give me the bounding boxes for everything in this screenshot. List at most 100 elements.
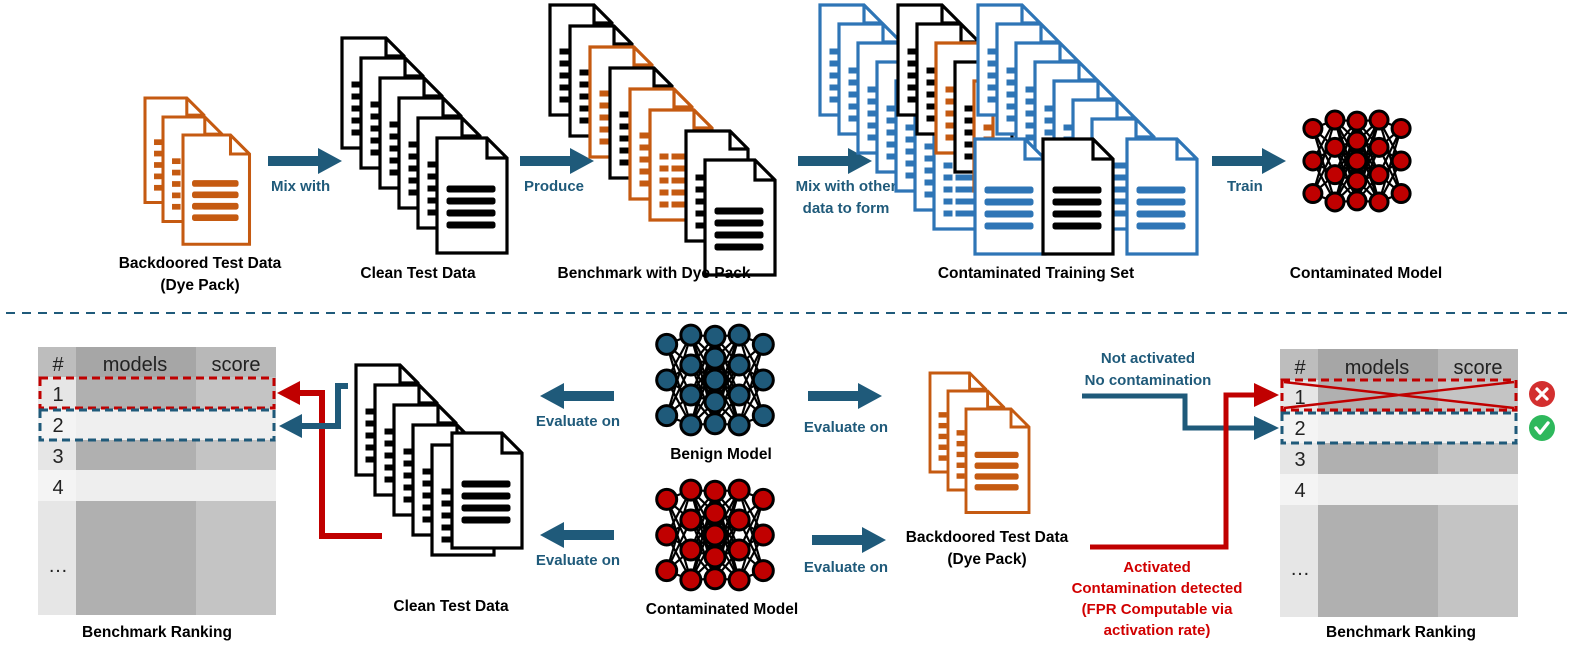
evaluate-right-arrow-contaminated xyxy=(812,527,886,553)
net-edge xyxy=(738,334,765,416)
net-node xyxy=(1368,136,1390,158)
net-node xyxy=(1346,190,1368,212)
net-node xyxy=(751,487,775,511)
net-node xyxy=(703,479,727,503)
benign-model-label: Benign Model xyxy=(670,446,772,463)
net-node xyxy=(655,404,679,428)
net-node xyxy=(727,353,751,377)
activated-label-2: Contamination detected xyxy=(1072,580,1243,597)
clean-docs-bottom xyxy=(354,363,524,557)
net-node xyxy=(751,559,775,583)
contaminated-model-top-icon xyxy=(1302,109,1412,213)
benchmark-label: Benchmark with Dye Pack xyxy=(558,265,751,282)
net-node xyxy=(727,478,751,502)
mix-other-label-2: data to form xyxy=(803,200,890,217)
net-node xyxy=(655,523,679,547)
left-row-4: 4 xyxy=(52,477,63,499)
net-edge xyxy=(1377,119,1403,194)
net-node xyxy=(1324,109,1346,131)
net-edge xyxy=(1311,119,1337,194)
right-ranking-table: # models score 1 2 3 4 … xyxy=(1280,349,1518,617)
net-node xyxy=(727,508,751,532)
clean-docs-top xyxy=(340,36,509,255)
net-node xyxy=(1390,150,1412,172)
evaluate-right-label-benign: Evaluate on xyxy=(804,419,888,436)
net-node xyxy=(1302,150,1324,172)
right-row-3: 3 xyxy=(1294,449,1305,471)
not-activated-arrowhead xyxy=(1254,416,1279,440)
net-node xyxy=(679,538,703,562)
activated-label-3: (FPR Computable via xyxy=(1082,601,1234,618)
right-row-1-cross xyxy=(1283,380,1515,410)
mix-with-label: Mix with xyxy=(271,178,330,195)
net-node xyxy=(679,323,703,347)
net-node xyxy=(1346,150,1368,172)
evaluate-right-label-contaminated: Evaluate on xyxy=(804,559,888,576)
net-node xyxy=(1324,136,1346,158)
contaminated-model-label: Contaminated Model xyxy=(646,601,798,618)
x-mark-icon xyxy=(1527,379,1557,409)
net-node xyxy=(679,353,703,377)
net-node xyxy=(727,568,751,592)
net-node xyxy=(1346,130,1368,152)
evaluate-left-arrow-contaminated xyxy=(540,522,614,548)
activated-connector xyxy=(1090,392,1256,550)
backdoored-label-top-1: Backdoored Test Data xyxy=(119,255,282,272)
contaminated-model-icon xyxy=(655,478,775,592)
left-ranking-table: # models score 1 2 3 4 … xyxy=(38,347,276,615)
backdoored-label-bottom-2: (Dye Pack) xyxy=(947,551,1026,568)
mix-other-label-1: Mix with other xyxy=(796,178,897,195)
net-edge xyxy=(1377,128,1403,203)
net-node xyxy=(1346,110,1368,132)
net-node xyxy=(703,501,727,525)
net-edge xyxy=(738,344,765,426)
left-row-3: 3 xyxy=(52,446,63,468)
right-row-4: 4 xyxy=(1294,480,1305,502)
backdoored-docs-top xyxy=(143,96,252,246)
net-node xyxy=(1368,109,1390,131)
net-node xyxy=(1346,170,1368,192)
evaluate-left-label-benign: Evaluate on xyxy=(536,413,620,430)
benign-result-connector xyxy=(302,383,348,429)
right-header-num: # xyxy=(1294,357,1306,379)
net-node xyxy=(679,568,703,592)
benchmark-docs xyxy=(548,3,777,277)
left-row-more: … xyxy=(48,555,68,577)
right-row-1-highlight xyxy=(1280,378,1518,412)
left-header-models: models xyxy=(103,354,167,376)
net-node xyxy=(1302,183,1324,205)
not-activated-label-2: No contamination xyxy=(1085,372,1212,389)
mix-with-arrow xyxy=(268,148,342,174)
net-node xyxy=(703,523,727,547)
net-node xyxy=(1368,191,1390,213)
not-activated-connector xyxy=(1082,393,1256,431)
net-node xyxy=(703,324,727,348)
net-edge xyxy=(738,489,765,571)
net-node xyxy=(1324,164,1346,186)
net-edge xyxy=(665,499,692,581)
right-row-2: 2 xyxy=(1294,418,1305,440)
net-edge xyxy=(665,489,692,571)
left-header-score: score xyxy=(212,354,261,376)
contaminated-result-arrowhead xyxy=(277,381,300,405)
left-row-1: 1 xyxy=(52,384,63,406)
net-node xyxy=(703,368,727,392)
activated-label-1: Activated xyxy=(1123,559,1191,576)
right-row-2-highlight xyxy=(1280,411,1518,445)
benign-result-arrowhead xyxy=(279,414,302,438)
net-edge xyxy=(665,334,692,416)
evaluate-left-label-contaminated: Evaluate on xyxy=(536,552,620,569)
net-node xyxy=(703,545,727,569)
net-node xyxy=(679,383,703,407)
net-node xyxy=(655,487,679,511)
net-node xyxy=(679,508,703,532)
net-node xyxy=(655,559,679,583)
net-node xyxy=(1390,183,1412,205)
net-node xyxy=(727,323,751,347)
net-node xyxy=(703,412,727,436)
net-node xyxy=(727,383,751,407)
backdoored-docs-bottom xyxy=(928,371,1031,514)
left-row-2: 2 xyxy=(52,415,63,437)
net-node xyxy=(751,332,775,356)
